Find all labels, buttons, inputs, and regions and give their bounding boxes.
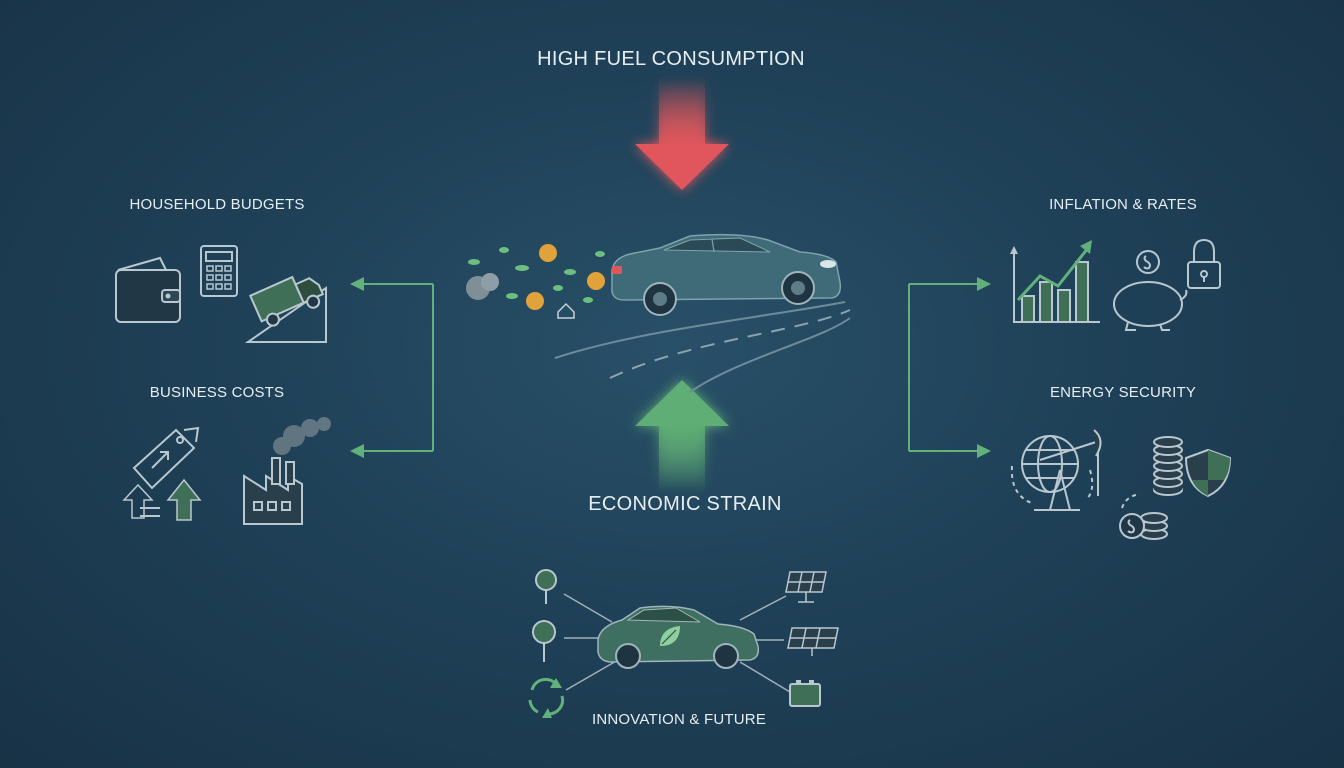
globe-icon	[1010, 435, 1094, 505]
up-arrow	[635, 380, 729, 492]
smoke-icon	[273, 417, 331, 455]
right-top-arrowhead	[977, 277, 991, 291]
bar-chart-icon	[1010, 240, 1100, 323]
high-fuel-consumption-label: HIGH FUEL CONSUMPTION	[537, 48, 805, 70]
left-bottom-arrowhead	[350, 444, 364, 458]
left-connector	[360, 283, 434, 452]
factory-icon	[243, 457, 303, 525]
price-tag-icon	[132, 426, 200, 490]
road	[554, 301, 851, 393]
down-arrow	[635, 78, 729, 190]
right-connector	[908, 283, 980, 452]
electric-car-icon	[597, 605, 760, 669]
calculator-icon	[200, 245, 238, 297]
money-trail	[466, 244, 605, 319]
inflation-rates-label: INFLATION & RATES	[1049, 196, 1197, 213]
right-bottom-arrowhead	[977, 444, 991, 458]
business-costs-label: BUSINESS COSTS	[149, 384, 285, 401]
car-icon	[611, 233, 842, 316]
padlock-icon	[1187, 238, 1221, 289]
shield-icon	[1184, 448, 1232, 498]
economic-strain-label: ECONOMIC STRAIN	[588, 493, 782, 515]
battery-icon	[789, 680, 821, 707]
left-top-arrowhead	[350, 277, 364, 291]
delivery-truck-icon	[244, 275, 327, 343]
energy-security-label: ENERGY SECURITY	[1049, 384, 1197, 401]
oil-pump-icon	[1034, 429, 1102, 511]
household-budgets-label: HOUSEHOLD BUDGETS	[129, 196, 305, 213]
tree-icon	[532, 569, 557, 662]
innovation-future-label: INNOVATION & FUTURE	[591, 711, 767, 728]
piggy-bank-icon	[1113, 250, 1188, 331]
wallet-icon	[115, 256, 181, 323]
innovation-connectors	[563, 593, 791, 693]
coin-stack-icon	[1119, 436, 1183, 540]
recycle-icon	[528, 677, 565, 718]
solar-panel-icon	[785, 571, 839, 656]
arrow-up-icon	[122, 478, 202, 521]
